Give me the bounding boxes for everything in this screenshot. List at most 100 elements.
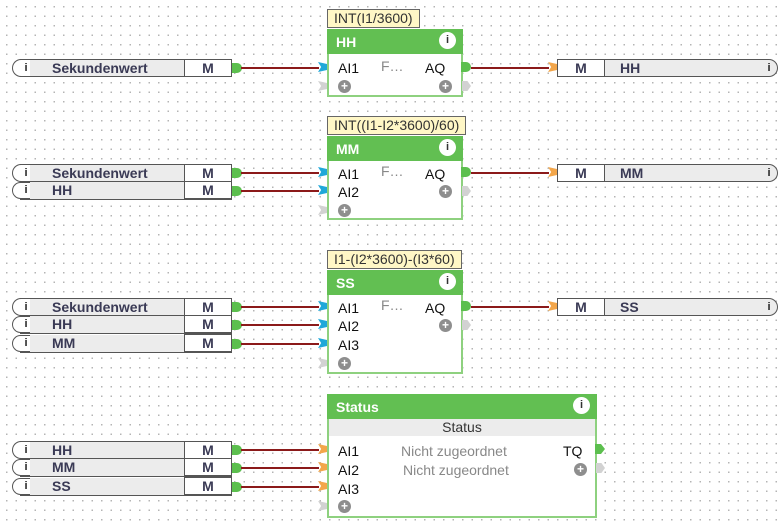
output-port-aq[interactable] [461,301,471,311]
block-header: SS i [327,270,463,295]
connector-out[interactable] [232,302,242,312]
connector-out[interactable] [232,482,242,492]
port-label-ai3: AI3 [338,337,360,353]
input-variable-mm[interactable]: i MM M [12,458,232,477]
info-icon[interactable]: i [24,337,28,349]
info-icon[interactable]: i [24,444,28,456]
input-variable-hh[interactable]: i HH M [12,181,232,200]
output-variable-mm[interactable]: M MM i [557,164,778,182]
connector-out[interactable] [232,445,242,455]
input-port-ai3[interactable] [318,481,327,491]
info-icon[interactable]: i [24,184,28,196]
port-label-aq: AQ [425,300,446,316]
connector-in[interactable] [548,301,557,311]
add-output-icon[interactable]: + [439,185,452,198]
variable-mode: M [184,334,232,352]
input-port-empty[interactable] [318,358,327,368]
add-input-icon[interactable]: + [338,357,351,370]
add-input-icon[interactable]: + [338,500,351,513]
add-output-icon[interactable]: + [439,80,452,93]
info-icon[interactable]: i [24,480,28,492]
function-block-ss[interactable]: SS i AI1 AI2 AI3 F… AQ + + [327,270,463,374]
input-variable-sekundenwert[interactable]: i Sekundenwert M [12,59,232,77]
variable-mode: M [184,164,232,182]
function-block-mm[interactable]: MM i AI1 AI2 F… AQ + + [327,136,463,220]
output-port-empty[interactable] [462,81,471,91]
block-header: MM i [327,136,463,161]
info-icon[interactable]: i [767,301,771,313]
connector-out[interactable] [232,186,242,196]
info-icon[interactable]: i [24,301,28,313]
input-variable-mm[interactable]: i MM M [12,334,232,353]
output-variable-ss[interactable]: M SS i [557,298,778,316]
input-port-empty[interactable] [318,205,327,215]
wire[interactable] [241,306,319,308]
function-label: F… [381,58,404,74]
wire[interactable] [241,324,319,326]
input-port-ai1[interactable] [318,167,327,177]
output-port-aq[interactable] [461,167,471,177]
wire[interactable] [241,449,319,451]
wire[interactable] [241,190,319,192]
wire[interactable] [241,467,319,469]
input-port-empty[interactable] [318,501,327,511]
input-port-ai1[interactable] [318,62,327,72]
info-icon[interactable]: i [439,32,456,49]
input-port-empty[interactable] [318,81,327,91]
input-variable-sekundenwert[interactable]: i Sekundenwert M [12,298,232,316]
wire[interactable] [241,67,319,69]
wire[interactable] [241,172,319,174]
info-icon[interactable]: i [24,461,28,473]
input-port-ai2[interactable] [318,462,327,472]
input-port-ai3[interactable] [318,338,327,348]
connector-out[interactable] [232,320,242,330]
output-variable-hh[interactable]: M HH i [557,59,778,77]
connector-out[interactable] [232,63,242,73]
wire[interactable] [241,343,319,345]
info-icon[interactable]: i [24,62,28,74]
connector-in[interactable] [548,167,557,177]
connector-out[interactable] [232,339,242,349]
input-port-ai1[interactable] [318,444,327,454]
input-variable-ss[interactable]: i SS M [12,477,232,496]
connector-in[interactable] [548,62,557,72]
variable-name: SS [620,299,639,315]
add-output-icon[interactable]: + [574,463,587,476]
output-port-tq[interactable] [595,444,605,454]
output-port-empty[interactable] [596,463,605,473]
info-icon[interactable]: i [439,139,456,156]
add-input-icon[interactable]: + [338,80,351,93]
input-variable-hh[interactable]: i HH M [12,315,232,334]
add-input-icon[interactable]: + [338,204,351,217]
info-icon[interactable]: i [24,318,28,330]
variable-name: HH [52,316,73,332]
variable-name: Sekundenwert [52,299,148,315]
add-output-icon[interactable]: + [439,319,452,332]
connector-out[interactable] [232,463,242,473]
port-label-ai2: AI2 [338,318,360,334]
info-icon[interactable]: i [439,273,456,290]
input-port-ai1[interactable] [318,301,327,311]
input-variable-sekundenwert[interactable]: i Sekundenwert M [12,164,232,182]
wire[interactable] [471,306,549,308]
wire[interactable] [241,486,319,488]
input-port-ai2[interactable] [318,319,327,329]
info-icon[interactable]: i [573,397,590,414]
connector-out[interactable] [232,168,242,178]
status-block[interactable]: Status i Status AI1 AI2 AI3 Nicht zugeor… [327,394,597,518]
wire[interactable] [471,67,549,69]
wire[interactable] [471,172,549,174]
port-label-tq: TQ [563,443,583,459]
info-icon[interactable]: i [767,167,771,179]
output-port-aq[interactable] [461,62,471,72]
block-title: HH [336,34,357,50]
function-block-hh[interactable]: HH i AI1 F… AQ + + [327,29,463,97]
output-port-empty[interactable] [462,186,471,196]
output-port-empty[interactable] [462,320,471,330]
variable-name: Sekundenwert [52,165,148,181]
block-header: HH i [327,29,463,54]
info-icon[interactable]: i [24,167,28,179]
input-variable-hh[interactable]: i HH M [12,441,232,459]
input-port-ai2[interactable] [318,185,327,195]
info-icon[interactable]: i [767,62,771,74]
